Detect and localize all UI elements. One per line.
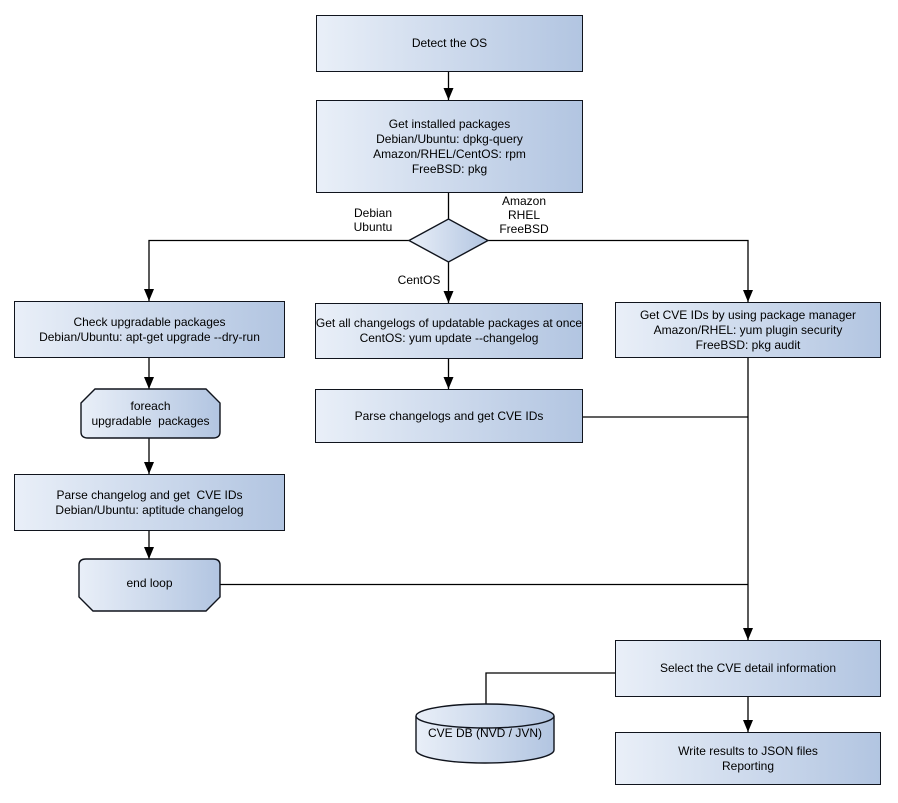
edge-decision-to-check-upgradable (144, 239, 409, 301)
node-detect-os: Detect the OS (316, 15, 583, 72)
node-cve-db-label: CVE DB (NVD / JVN) (427, 725, 542, 740)
node-end-loop (78, 558, 221, 612)
node-cve-db-body (415, 716, 555, 764)
node-get-installed-packages: Get installed packages Debian/Ubuntu: dp… (316, 100, 583, 193)
node-parse-changelog-debian: Parse changelog and get CVE IDs Debian/U… (14, 474, 285, 531)
edge-select-to-cvedb (485, 672, 615, 704)
node-parse-changelogs-centos-label: Parse changelogs and get CVE IDs (354, 408, 544, 423)
node-get-all-changelogs: Get all changelogs of updatable packages… (315, 303, 583, 359)
node-foreach-label: foreach upgradable packages (91, 398, 210, 428)
node-detect-os-label: Detect the OS (411, 36, 488, 50)
node-check-upgradable-label: Check upgradable packages Debian/Ubuntu:… (39, 314, 260, 344)
node-get-installed-packages-label: Get installed packages Debian/Ubuntu: dp… (373, 116, 526, 176)
node-write-results-label: Write results to JSON files Reporting (678, 743, 818, 773)
node-cve-db-top (415, 703, 555, 729)
node-select-cve-detail: Select the CVE detail information (615, 640, 881, 697)
edge-decision-to-get-cve-ids (488, 239, 753, 302)
edge-label-amazon-rhel-freebsd: Amazon RHEL FreeBSD (499, 194, 549, 236)
node-os-decision (407, 218, 490, 263)
node-end-loop-label: end loop (126, 575, 173, 590)
node-get-all-changelogs-label: Get all changelogs of updatable packages… (315, 316, 583, 345)
node-parse-changelogs-centos: Parse changelogs and get CVE IDs (315, 389, 583, 443)
edge-label-debian-ubuntu: Debian Ubuntu (353, 206, 393, 234)
node-select-cve-detail-label: Select the CVE detail information (659, 661, 837, 675)
node-parse-changelog-debian-label: Parse changelog and get CVE IDs Debian/U… (55, 487, 244, 517)
node-foreach (80, 388, 221, 439)
node-get-cve-ids-pkg-manager: Get CVE IDs by using package manager Ama… (615, 302, 881, 358)
node-write-results: Write results to JSON files Reporting (615, 732, 881, 785)
node-get-cve-ids-pkg-manager-label: Get CVE IDs by using package manager Ama… (639, 307, 857, 352)
node-check-upgradable: Check upgradable packages Debian/Ubuntu:… (14, 301, 285, 358)
edge-label-centos: CentOS (397, 273, 441, 287)
